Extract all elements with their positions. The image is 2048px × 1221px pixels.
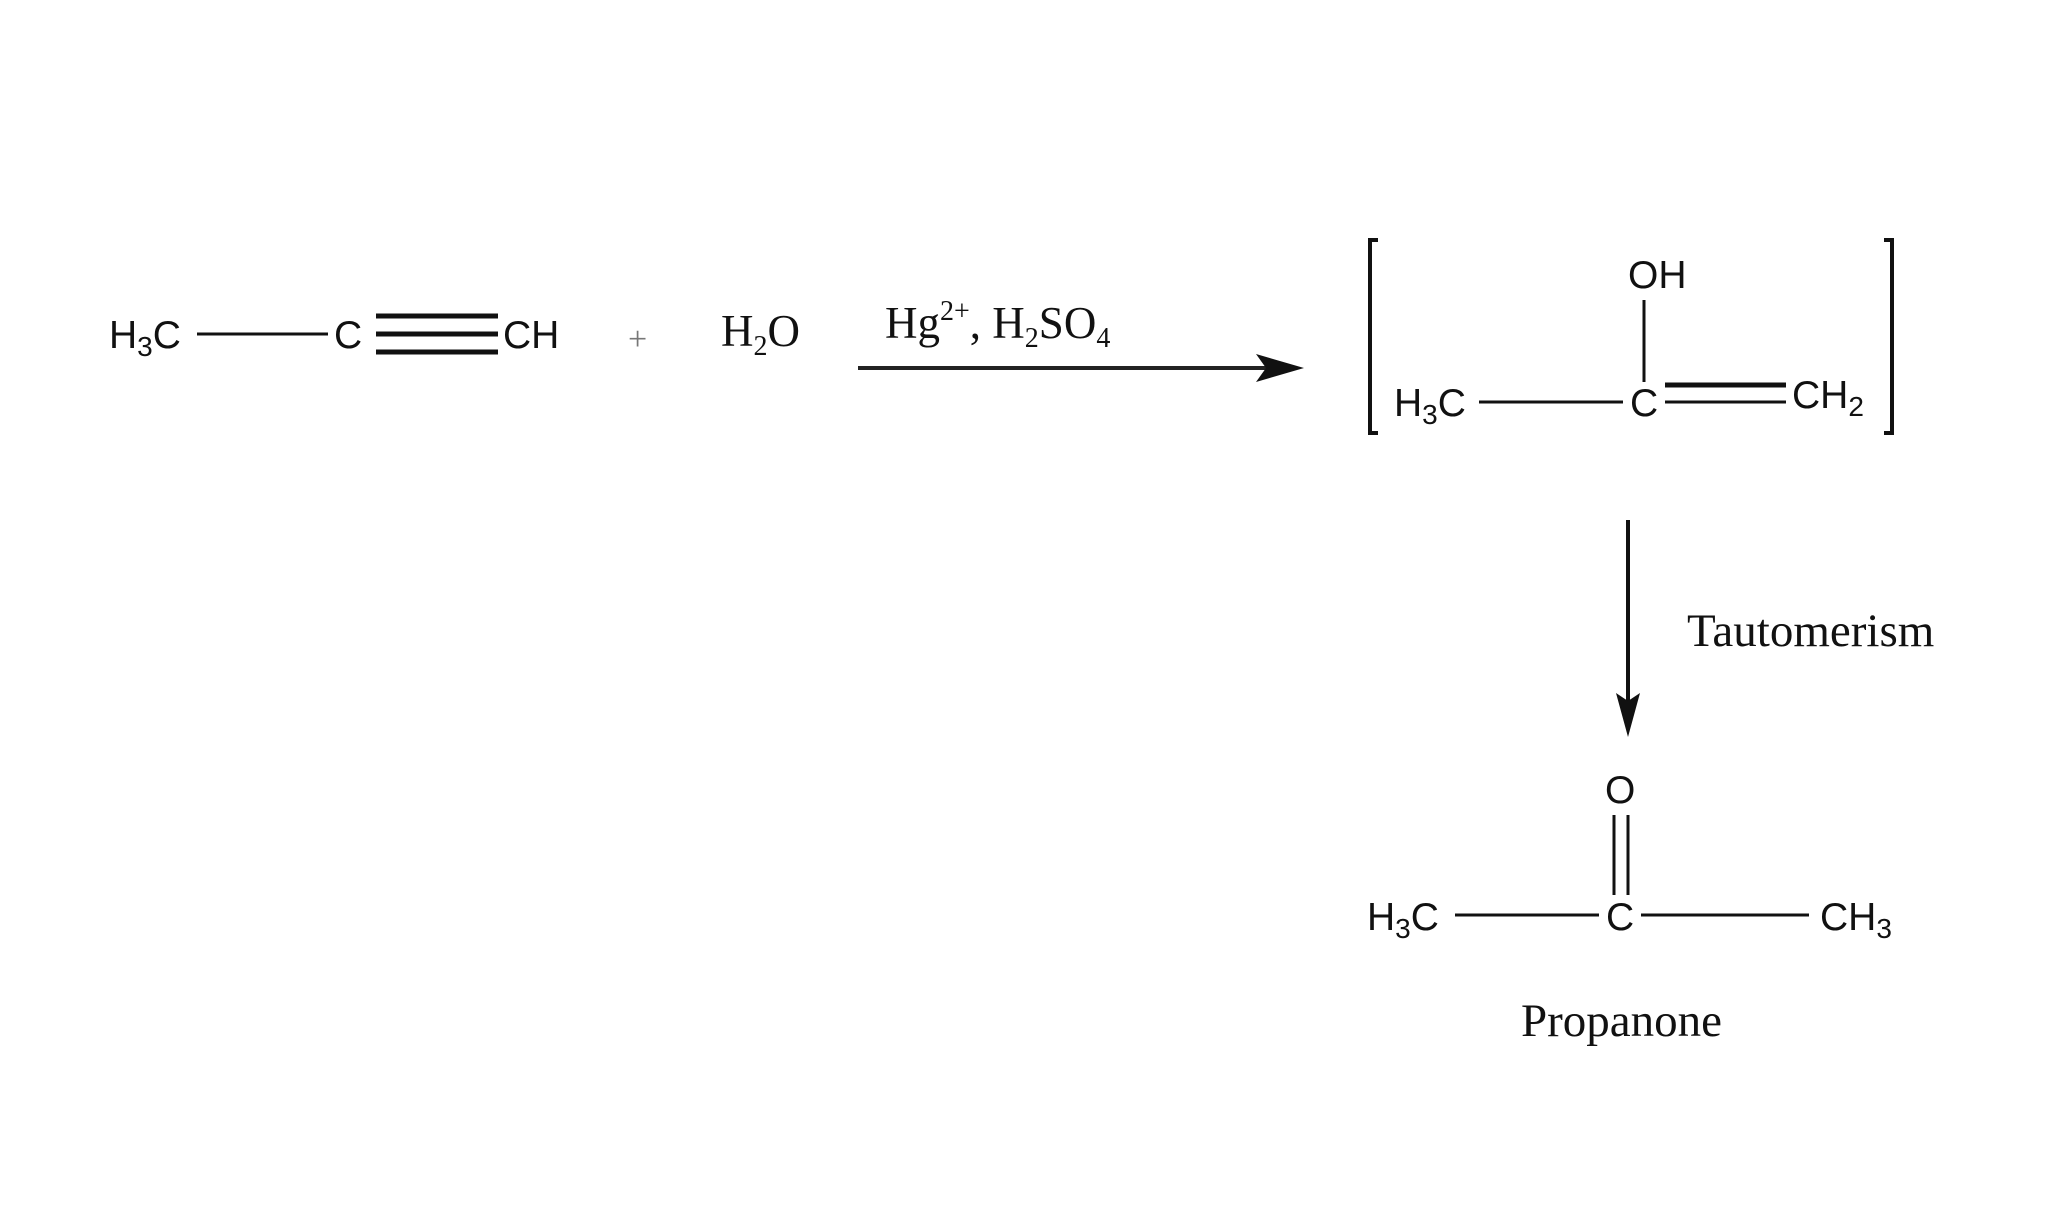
propanone: O H3C C CH3 Propanone: [1367, 769, 1892, 1047]
tautomerism-label: Tautomerism: [1687, 605, 1934, 657]
oxygen-label: O: [1605, 769, 1635, 812]
tautomerism-arrow: [1616, 520, 1640, 737]
propyne: H3C C CH: [109, 313, 559, 362]
carbon-label: C: [1606, 896, 1634, 939]
right-bracket: [1884, 238, 1894, 435]
left-bracket: [1368, 238, 1378, 435]
water: H2O: [721, 306, 800, 362]
ch2-label: CH2: [1792, 374, 1864, 422]
carbon-label: C: [1630, 382, 1658, 425]
h3c-label: H3C: [1367, 896, 1439, 944]
enol-intermediate: OH H3C C CH2: [1368, 238, 1894, 435]
h3c-label: H3C: [1394, 382, 1466, 430]
h3c-label: H3C: [109, 314, 181, 362]
ch-label: CH: [503, 314, 559, 357]
plus-sign: +: [628, 321, 647, 358]
product-name: Propanone: [1521, 995, 1722, 1047]
reaction-arrow: [858, 354, 1304, 382]
triple-bond: [376, 313, 498, 355]
carbonyl-double-bond: [1612, 815, 1630, 895]
carbon-label: C: [334, 314, 362, 357]
double-bond: [1665, 382, 1786, 404]
reaction-conditions: Hg2+, H2SO4: [885, 296, 1110, 354]
oh-label: OH: [1628, 254, 1687, 297]
ch3-label: CH3: [1820, 896, 1892, 944]
